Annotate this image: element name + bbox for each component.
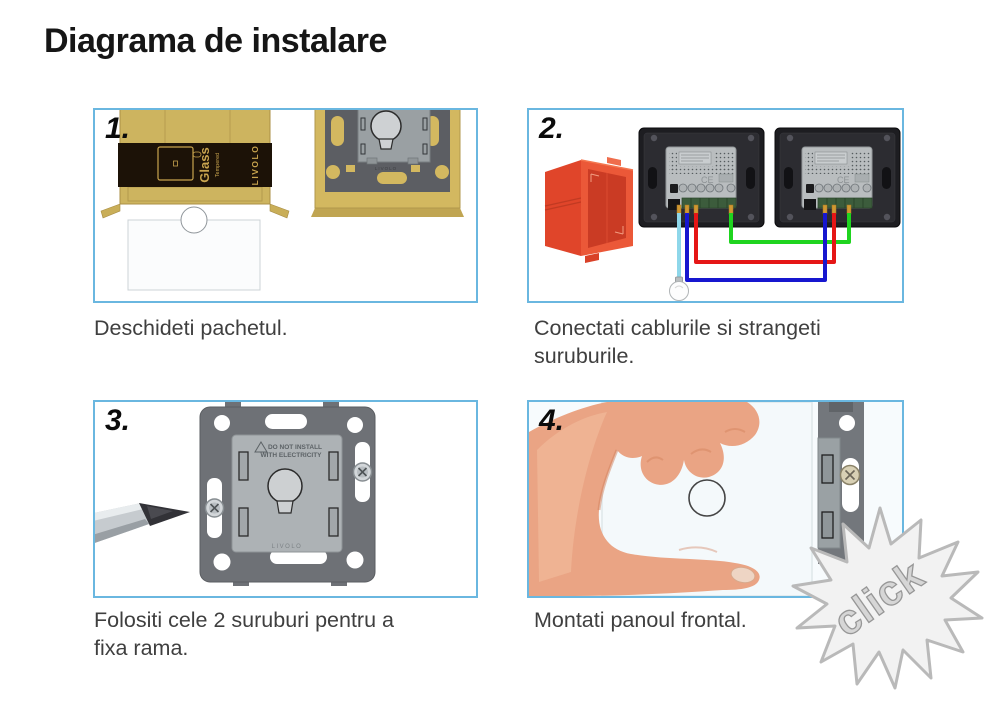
mechanism-brand-text: LIVOLO [272,544,303,550]
step-number-1: 1. [105,112,131,145]
sheet-notch [180,206,208,234]
warning-triangle-icon [254,441,268,453]
step-number-2: 2. [539,112,565,145]
touch-circle-icon [688,479,726,517]
panel-mounting-illustration [529,402,902,596]
light-bulb-icon [669,276,689,301]
wire-green [729,213,851,244]
package-box: Glass Tempered LIVOLO [100,110,290,291]
page-title: Diagrama de instalare [44,22,387,60]
mechanism-illustration: DO NOT INSTALL WITH ELECTRICITY LIVOLO [95,402,376,586]
wire-blue [685,213,827,282]
frame-brand-text: LIVOLO [375,166,397,171]
step-panel-3: 3. DO NOT INSTALL WITH ELECTRICITY [93,400,478,598]
frame-module [357,110,431,165]
step-caption-3: Folositi cele 2 suruburi pentru a fixa r… [94,608,394,660]
step-number-4: 4. [539,404,565,437]
switch-mechanism: DO NOT INSTALL WITH ELECTRICITY LIVOLO [199,402,376,586]
switch-module-right [774,127,901,228]
burst-star-shape [791,506,984,690]
step-panel-4: 4. [527,400,904,598]
step-number-3: 3. [105,404,131,437]
mounting-frame-back: LIVOLO [311,110,464,217]
thumb-nail [730,566,756,584]
step-panel-2: 2. CE [527,108,904,303]
step-caption-4: Montati panoul frontal. [534,608,747,632]
bulb-icon [370,110,402,142]
screw-icon [839,464,861,486]
band-glass-text: Glass [197,147,212,182]
bulb-icon [267,468,303,504]
glass-sheet [127,206,261,291]
band-tempered-text: Tempered [215,153,221,177]
click-burst: click [785,498,990,698]
switch-module-left [638,127,765,228]
wire-red [694,213,836,264]
step-caption-2: Conectati cablurile si strangeti surubur… [534,316,821,368]
warning-text-line1: DO NOT INSTALL [268,444,322,451]
package-illustration: Glass Tempered LIVOLO [100,110,464,291]
screw-icon-right [352,462,373,482]
band-product-image [157,146,194,181]
screw-icon-left [204,498,225,518]
junction-box [544,157,634,263]
screwdriver-icon [95,503,190,543]
step-caption-1: Deschideti pachetul. [94,316,288,340]
band-brand-text: LIVOLO [250,145,260,186]
hand [529,402,760,596]
step-panel-1: 1. Glass Tempered LIVOLO [93,108,478,303]
package-band: Glass Tempered LIVOLO [118,143,272,187]
warning-text-line2: WITH ELECTRICITY [260,452,322,459]
wiring-illustration: CE [544,127,901,301]
